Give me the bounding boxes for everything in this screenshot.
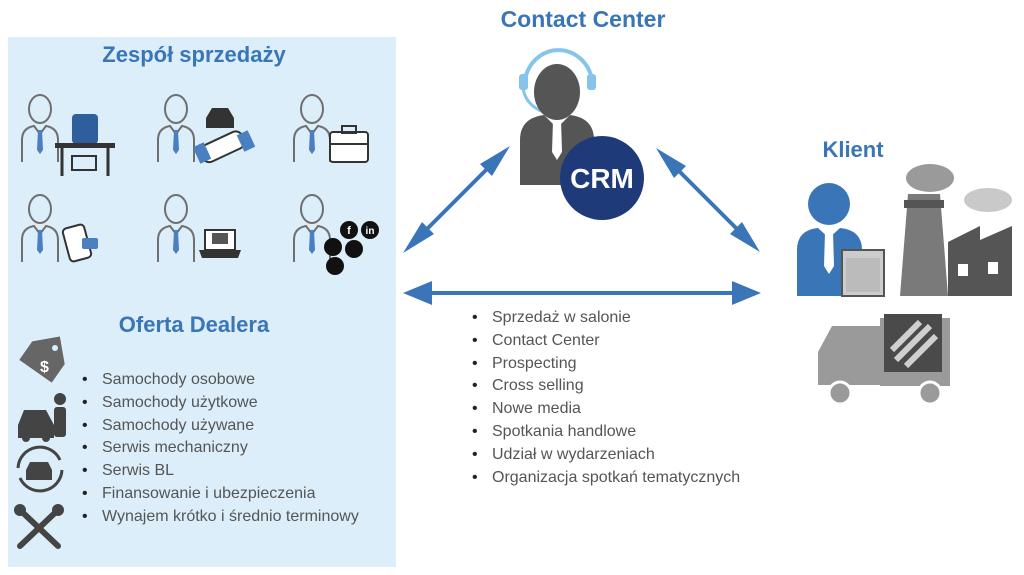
connection-arrows [403,146,761,305]
offer-item: Serwis BL [80,460,359,483]
svg-text:$: $ [40,359,49,376]
offer-item: Wynajem krótko i średnio terminowy [80,506,359,529]
offer-item: Samochody użytkowe [80,392,359,415]
channel-item: Prospecting [470,353,740,376]
offer-item: Samochody osobowe [80,369,359,392]
offer-item: Finansowanie i ubezpieczenia [80,483,359,506]
sales-channels-list: Sprzedaż w salonie Contact Center Prospe… [470,307,740,489]
channel-item: Cross selling [470,375,740,398]
channel-item: Nowe media [470,398,740,421]
salesperson-handshake-car-icon [157,94,256,164]
dealer-offer-list: Samochody osobowe Samochody użytkowe Sam… [80,369,359,529]
dealer-offer-title: Oferta Dealera [118,312,270,337]
channel-item: Sprzedaż w salonie [470,307,740,330]
channel-item: Udział w wydarzeniach [470,444,740,467]
svg-text:f: f [347,225,351,237]
offer-item: Samochody używane [80,415,359,438]
salesperson-social-media-icon: f in [293,194,379,275]
crm-label: CRM [570,163,634,194]
client-person-icon [797,183,885,297]
sales-team-title: Zespół sprzedaży [102,42,286,67]
svg-text:in: in [366,226,375,237]
wrench-tools-icon [14,504,64,549]
contact-center-title: Contact Center [500,6,666,32]
crm-badge: CRM [560,136,644,220]
offer-item: Serwis mechaniczny [80,437,359,460]
channel-item: Organizacja spotkań tematycznych [470,467,740,490]
salesperson-laptop-icon [157,194,241,262]
price-tag-icon: $ [19,336,65,383]
contact-center-agent-icon [519,48,596,185]
channel-item: Contact Center [470,330,740,353]
client-title: Klient [822,137,884,162]
salesperson-phone-icon [21,194,98,263]
channel-item: Spotkania handlowe [470,421,740,444]
car-service-icon [16,445,64,493]
salesperson-desk-icon [21,94,115,176]
car-with-person-icon [18,393,66,442]
factory-icon [900,164,1012,296]
truck-icon [818,314,950,406]
salesperson-briefcase-icon [293,94,369,163]
